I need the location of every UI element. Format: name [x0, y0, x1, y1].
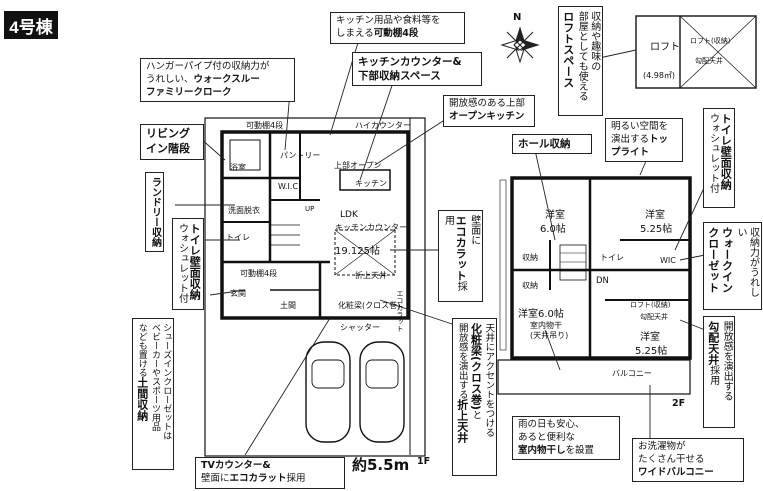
room-slope-2f: 勾配天井 [640, 313, 668, 321]
room-oriage: 折上天井 [355, 271, 387, 280]
room-bath: 浴室 [230, 163, 246, 172]
loft-plan [635, 15, 757, 89]
high-counter-label: ハイカウンター [355, 121, 411, 130]
floor1-plan [204, 117, 426, 457]
room-western-1: 洋室 [545, 210, 565, 221]
room-western-4: 洋室 [640, 332, 660, 343]
room-wic-1f: W.I.C [278, 182, 299, 191]
callout-toilet-2f: トイレ壁面収納 ウォシュレット付 [703, 108, 736, 208]
loft-label: ロフト [650, 42, 680, 53]
room-western-3-drying: 室内物干 [530, 321, 562, 330]
ecocarat-label: エコカラット [396, 290, 404, 332]
callout-kitchen-counter: キッチンカウンター& 下部収納スペース [352, 52, 482, 87]
loft-sub-slope: 勾配天井 [695, 57, 723, 65]
room-shoes: 土間 [280, 301, 296, 310]
room-western-2: 洋室 [645, 210, 665, 221]
room-storage-2f: 収納 [522, 253, 538, 262]
callout-indoor-drying: 雨の日も安心、 あると便利な 室内物干しを設置 [512, 416, 620, 461]
room-western-1-size: 6.0帖 [540, 224, 566, 235]
callout-loft-space: 収納や趣味の 部屋としても使える ロフトスペース [558, 6, 603, 116]
room-wash: 洗面脱衣 [228, 206, 260, 215]
callout-kitchen-storage: キッチン用品や食料等を しまえる可動棚4段 [330, 12, 465, 44]
room-wic-2f: WIC [660, 256, 676, 265]
stairs-up-label: UP [305, 205, 315, 213]
callout-walkthrough-closet: ハンガーパイプ付の収納力が うれしい、ウォークスルー ファミリークローク [140, 58, 295, 103]
room-loft-2f: ロフト(収納) [630, 301, 671, 309]
room-toilet-2f: トイレ [600, 253, 624, 262]
room-balcony: バルコニー [612, 369, 652, 378]
room-ldk-size: 19.125帖 [335, 246, 380, 257]
room-western-3: 洋室6.0帖 [518, 309, 564, 320]
floor2-plan [497, 176, 692, 395]
floor1-label: 1F [417, 456, 431, 467]
compass-icon [500, 26, 540, 64]
callout-ceiling-beam: 天井にアクセントをつける 化粧梁(クロス巻)と 開放感を演出する折上天井 [452, 318, 498, 476]
width-dimension: 約5.5m [352, 456, 410, 474]
kitchen-counter-label: キッチンカウンター [335, 223, 407, 232]
floor2-label: 2F [672, 398, 686, 409]
compass-north-label: N [513, 12, 522, 23]
callout-toilet-1f: トイレ壁面収納 ウォシュレット付 [172, 218, 205, 310]
callout-living-stairs: リビング イン階段 [140, 124, 204, 160]
stairs-down-label: DN [596, 276, 609, 286]
loft-sub-storage: ロフト(収納) [690, 37, 731, 45]
callout-slope-ceiling: 開放感を演出する 勾配天井採用 [703, 316, 736, 428]
room-ldk: LDK [340, 210, 358, 220]
room-toilet-1f: トイレ [226, 233, 250, 242]
callout-hall-storage: ホール収納 [512, 134, 592, 155]
room-pantry: パントリー [280, 151, 321, 160]
shutter-label: シャッター [340, 323, 380, 332]
callout-laundry-storage: ランドリー収納 [145, 172, 164, 252]
room-western-3-drying-sub: (天井吊り) [530, 331, 569, 340]
callout-tv-counter: TVカウンター& 壁面にエコカラット採用 [195, 457, 345, 489]
callout-wide-balcony: お洗濯物が たくさん干せる ワイドバルコニー [632, 438, 744, 483]
callout-walk-in-closet: 収納力がうれしい ウォークイン クローゼット [703, 222, 762, 310]
upper-open-label: 上部オープン [334, 161, 382, 170]
room-western-2-size: 5.25帖 [640, 224, 673, 235]
shelf-label: 可動棚4段 [246, 121, 284, 130]
room-storage-2f-b: 収納 [522, 281, 538, 290]
room-genkan: 玄関 [230, 289, 246, 298]
room-kitchen: キッチン [355, 179, 387, 188]
room-western-4-size: 5.25帖 [635, 346, 668, 357]
callout-eco-wall: 壁面に エコカラット採用 [438, 210, 483, 302]
callout-open-kitchen: 開放感のある上部 オープンキッチン [443, 95, 535, 127]
building-number-badge: 4号棟 [4, 11, 58, 39]
room-beam: 化粧梁(クロス巻) [338, 301, 401, 310]
callout-shoes-closet: シューズインクローゼットは ベビーカーやスポーツ用品 なども置ける土間収納 [132, 318, 175, 470]
callout-top-light: 明るい空間を 演出するトップライト [605, 118, 683, 163]
shelf-label-2: 可動棚4段 [240, 269, 278, 278]
loft-area: (4.98㎡) [643, 71, 676, 80]
